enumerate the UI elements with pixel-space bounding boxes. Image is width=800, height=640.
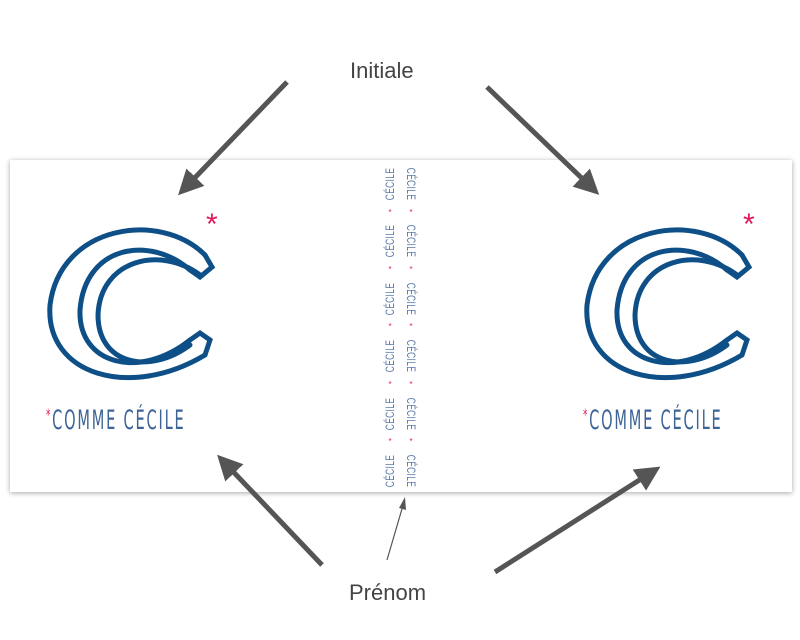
arrow-bottom-left (217, 454, 324, 567)
name-strip-right: CÉCILE*CÉCILE*CÉCILE*CÉCILE*CÉCILE*CÉCIL… (403, 165, 419, 490)
caption-right: *COMME CÉCILE (583, 405, 723, 436)
separator-asterisk: * (388, 207, 392, 217)
asterisk-right: * (743, 208, 755, 241)
arrow-top-left (178, 80, 289, 196)
arrow-center (386, 501, 405, 561)
caption-left: *COMME CÉCILE (46, 405, 186, 436)
initiale-label: Initiale (350, 58, 414, 83)
arrow-bottom-right (493, 466, 661, 575)
asterisk-left: * (206, 208, 218, 241)
separator-asterisk: * (388, 379, 392, 389)
separator-asterisk: * (388, 265, 392, 275)
separator-asterisk: * (409, 322, 413, 332)
initial-c-left (47, 227, 216, 380)
separator-asterisk: * (409, 265, 413, 275)
separator-asterisk: * (388, 437, 392, 447)
name-strip-left: CÉCILE*CÉCILE*CÉCILE*CÉCILE*CÉCILE*CÉCIL… (382, 165, 398, 490)
prenom-label: Prénom (349, 580, 427, 605)
separator-asterisk: * (388, 322, 392, 332)
separator-asterisk: * (409, 379, 413, 389)
separator-asterisk: * (409, 437, 413, 447)
arrow-top-right (485, 85, 600, 195)
mug-print-panel: * *COMME CÉCILE CÉCILE*CÉCILE*CÉCILE*CÉC… (10, 160, 792, 492)
separator-asterisk: * (409, 207, 413, 217)
initial-c-right (584, 227, 753, 380)
